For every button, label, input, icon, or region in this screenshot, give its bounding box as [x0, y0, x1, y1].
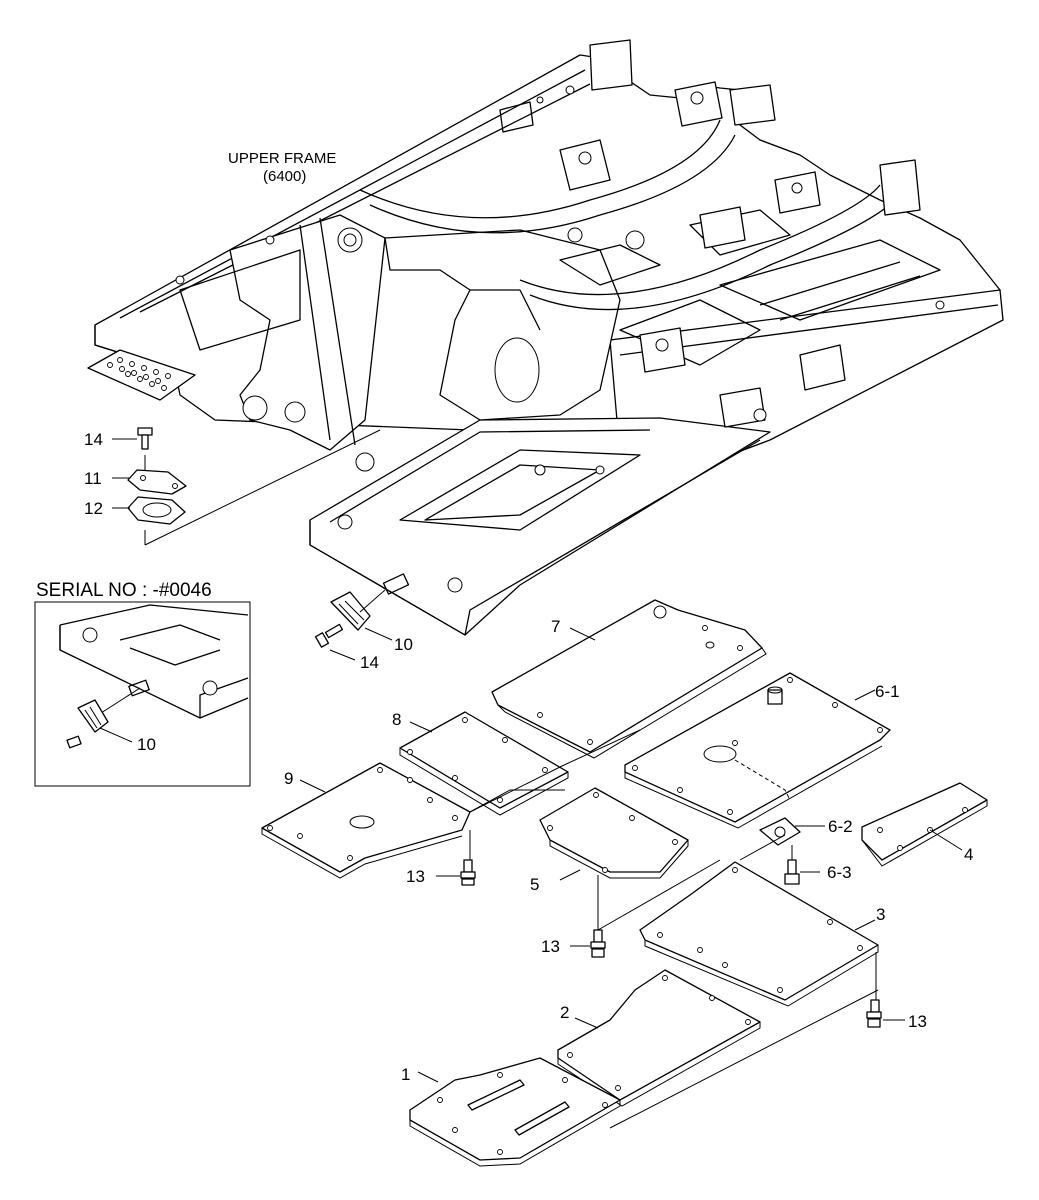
part-9-plate	[261, 762, 565, 879]
part-12-gasket	[112, 496, 186, 525]
label-8: 8	[392, 710, 401, 729]
label-6-1: 6-1	[875, 682, 900, 701]
part-2-plate	[557, 969, 761, 1107]
label-5: 5	[530, 875, 539, 894]
part-6-3-bolt	[784, 845, 820, 885]
label-1: 1	[401, 1065, 410, 1084]
part-6-1-plate	[624, 672, 891, 829]
part-3-plate	[639, 861, 879, 1007]
part-4-plate	[861, 782, 988, 867]
label-4: 4	[964, 845, 973, 864]
label-12: 12	[84, 499, 103, 518]
label-14-lower: 14	[360, 653, 379, 672]
label-13-c: 13	[908, 1012, 927, 1031]
part-11-cover	[112, 469, 187, 495]
part-14-bolt-upper	[112, 427, 153, 450]
part-1-plate	[409, 1057, 621, 1167]
upper-frame-title: UPPER FRAME	[228, 150, 336, 167]
label-14-upper: 14	[84, 430, 103, 449]
part-10-cover	[330, 589, 393, 641]
label-2: 2	[560, 1003, 569, 1022]
label-11: 11	[84, 469, 102, 488]
serial-label: SERIAL NO : -#0046	[36, 580, 212, 601]
label-9: 9	[284, 769, 293, 788]
upper-frame-code: (6400)	[263, 168, 306, 185]
label-6-2: 6-2	[828, 817, 853, 836]
label-3: 3	[876, 905, 885, 924]
upper-frame	[87, 39, 1004, 636]
label-7: 7	[551, 617, 560, 636]
label-13-b: 13	[541, 937, 560, 956]
serial-inset	[34, 601, 251, 787]
label-13-a: 13	[406, 867, 425, 886]
part-13-bolt-a	[436, 859, 476, 886]
step-holes	[107, 357, 171, 391]
part-7-plate	[491, 599, 767, 759]
inset-part-10-label: 10	[137, 735, 156, 754]
part-14-bolt-lower	[314, 623, 356, 661]
part-13-bolt-b	[570, 929, 606, 958]
part-13-bolt-c	[866, 999, 905, 1028]
part-5-plate	[539, 787, 689, 930]
part-6-2-cover	[759, 817, 825, 846]
label-6-3: 6-3	[827, 863, 852, 882]
label-10: 10	[394, 635, 413, 654]
